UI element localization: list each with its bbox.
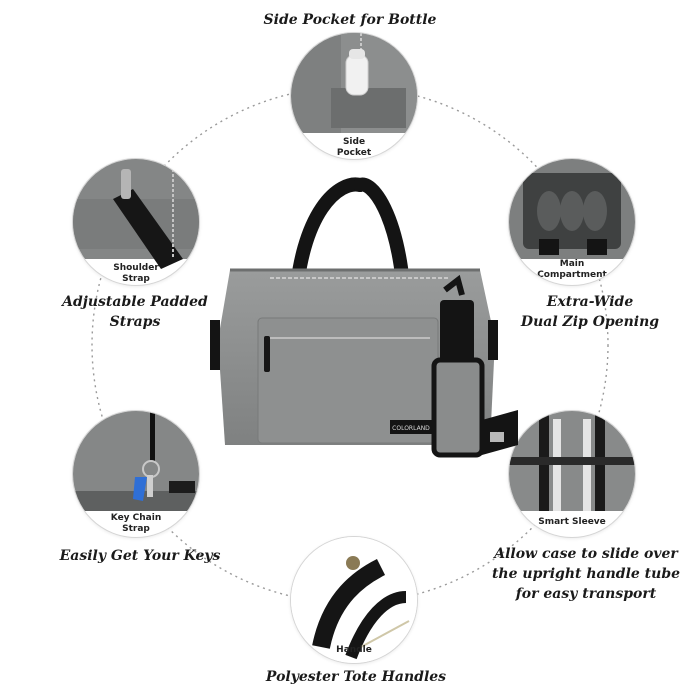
detail-smart-sleeve: Smart Sleeve (508, 410, 636, 538)
main-compartment-label-line2: Compartment (537, 270, 607, 280)
caption-sleeve-line3: for easy transport (515, 586, 657, 602)
caption-dual-zip: Extra-Wide Dual Zip Opening (490, 292, 690, 332)
main-compartment-label-line1: Main (559, 259, 585, 269)
side-pocket-label-line2: Pocket (336, 148, 372, 158)
caption-dual-zip-line1: Extra-Wide (546, 294, 634, 310)
handle-label: Handle (336, 645, 372, 655)
detail-handle: Handle (290, 536, 418, 664)
smart-sleeve-photo (509, 411, 635, 511)
smart-sleeve-label: Smart Sleeve (538, 517, 606, 527)
caption-padded-straps-line2: Straps (109, 314, 161, 330)
caption-dual-zip-line2: Dual Zip Opening (520, 314, 660, 330)
caption-padded-straps-line1: Adjustable Padded (62, 294, 208, 310)
caption-keys: Easily Get Your Keys (59, 548, 221, 564)
key-chain-label-line2: Strap (122, 524, 150, 534)
detail-shoulder-strap: Shoulder Strap (72, 158, 200, 286)
handle-photo (291, 537, 417, 663)
detail-main-compartment: Main Compartment (508, 158, 636, 286)
key-chain-photo (73, 411, 199, 511)
caption-sleeve-line1: Allow case to slide over (494, 546, 678, 562)
key-chain-label-line1: Key Chain (110, 513, 162, 523)
detail-key-chain: Key Chain Strap (72, 410, 200, 538)
caption-tote-handles: Polyester Tote Handles (265, 669, 447, 685)
caption-sleeve-line2: the upright handle tube (491, 566, 681, 582)
caption-padded-straps: Adjustable Padded Straps (40, 292, 230, 332)
main-bag-photo: COLORLAND (200, 170, 520, 480)
bag-logo: COLORLAND (392, 425, 430, 432)
caption-side-pocket: Side Pocket for Bottle (263, 12, 437, 28)
detail-side-pocket: Side Pocket (290, 32, 418, 160)
shoulder-strap-label-line1: Shoulder (113, 263, 159, 273)
shoulder-strap-label-line2: Strap (122, 274, 150, 284)
caption-sleeve: Allow case to slide over the upright han… (472, 544, 700, 604)
side-pocket-label-line1: Side (342, 137, 366, 147)
shoulder-strap-photo (73, 159, 199, 269)
side-pocket-photo (291, 33, 417, 133)
bag-illustration: COLORLAND (210, 177, 518, 458)
main-compartment-photo (509, 159, 635, 259)
